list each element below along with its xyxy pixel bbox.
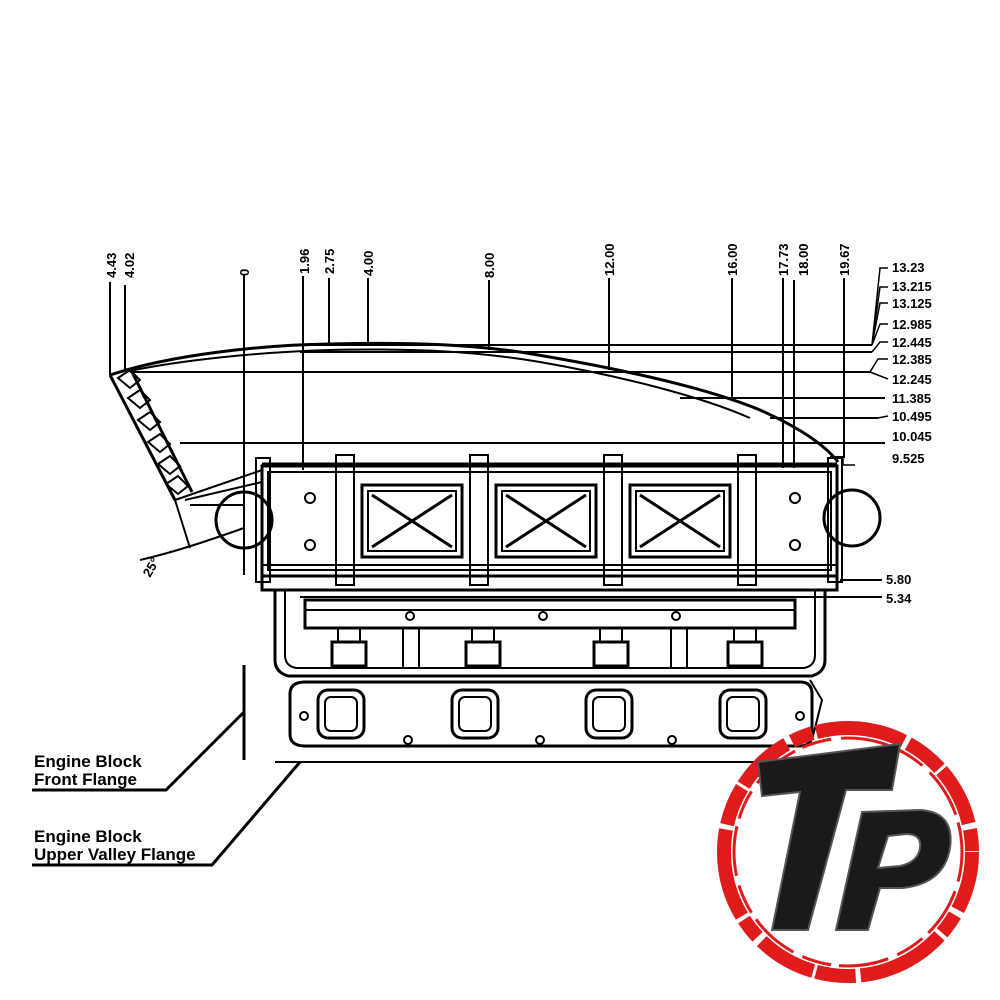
dim-top-4: 1.96 — [297, 249, 312, 274]
flange-reference-lines — [32, 665, 812, 867]
front-flange-label: Engine Block Front Flange — [34, 752, 142, 789]
dim-top-2: 4.02 — [122, 253, 137, 278]
dim-lower-1: 5.80 — [886, 572, 911, 587]
runner-base — [273, 590, 827, 678]
tp-logo — [717, 721, 979, 983]
dim-right-10: 10.045 — [892, 429, 932, 444]
dim-right-8: 11.385 — [892, 391, 931, 406]
dim-top-8: 12.00 — [602, 243, 617, 276]
right-dimension-labels: 13.23 13.215 13.125 12.985 12.445 12.385… — [892, 260, 932, 466]
dim-top-11: 18.00 — [796, 243, 811, 276]
dim-right-9: 10.495 — [892, 409, 932, 424]
dim-top-9: 16.00 — [725, 243, 740, 276]
dim-top-7: 8.00 — [482, 253, 497, 278]
throttle-right — [822, 488, 882, 548]
right-dimension-lines — [130, 267, 889, 466]
dim-top-1: 4.43 — [104, 253, 119, 278]
throttle-left — [214, 490, 274, 550]
dim-right-5: 12.445 — [892, 335, 932, 350]
valley-flange-label: Engine Block Upper Valley Flange — [34, 827, 196, 864]
dim-right-4: 12.985 — [892, 317, 932, 332]
head-flange — [288, 679, 824, 748]
dim-right-2: 13.215 — [892, 279, 932, 294]
plenum-body — [214, 454, 882, 592]
dim-top-5: 2.75 — [322, 249, 337, 274]
dim-right-1: 13.23 — [892, 260, 925, 275]
dim-right-7: 12.245 — [892, 372, 932, 387]
dim-top-6: 4.00 — [361, 251, 376, 276]
airbox-profile — [108, 341, 840, 501]
valley-flange-line2: Upper Valley Flange — [34, 845, 196, 864]
angle-indicator: 25° — [140, 499, 245, 580]
valley-flange-line1: Engine Block — [34, 827, 142, 846]
top-dimension-lines — [109, 275, 845, 575]
front-flange-line2: Front Flange — [34, 770, 137, 789]
dim-lower-2: 5.34 — [886, 591, 912, 606]
dim-right-11: 9.525 — [892, 451, 925, 466]
dim-top-12: 19.67 — [837, 243, 852, 276]
lower-dimension-lines: 5.80 5.34 — [300, 572, 912, 606]
dim-top-3: 0 — [237, 269, 252, 276]
top-dimension-labels: 4.43 4.02 0 1.96 2.75 4.00 8.00 12.00 16… — [104, 243, 852, 278]
dim-right-3: 13.125 — [892, 296, 932, 311]
dim-right-6: 12.385 — [892, 352, 932, 367]
logo-letter-t — [756, 742, 902, 931]
front-flange-line1: Engine Block — [34, 752, 142, 771]
dim-top-10: 17.73 — [776, 243, 791, 276]
logo-ring — [717, 721, 979, 983]
logo-letter-p — [834, 808, 952, 931]
